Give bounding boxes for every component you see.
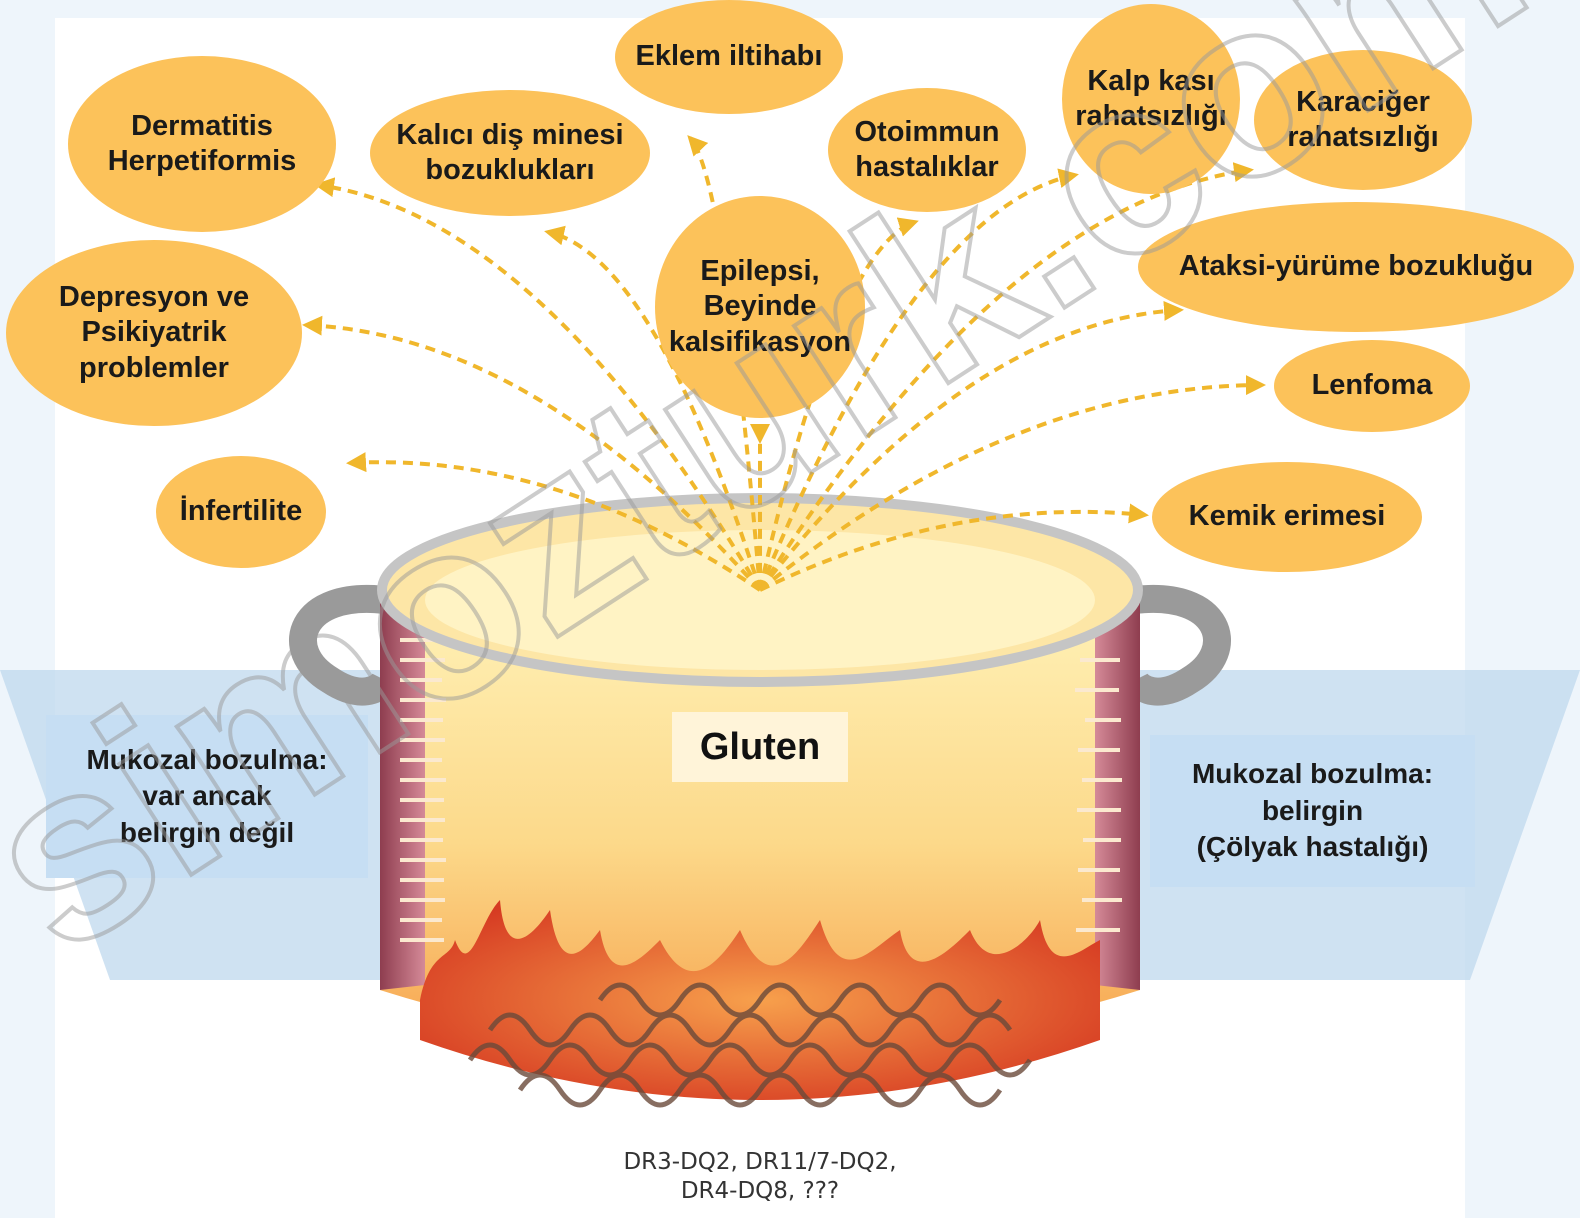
- bubble-kalp-label: Kalp kası rahatsızlığı: [1075, 64, 1227, 135]
- bubble-kemik: Kemik erimesi: [1152, 462, 1422, 572]
- left-panel: Mukozal bozulma: var ancak belirgin deği…: [46, 715, 368, 878]
- bubble-infertilite: İnfertilite: [156, 456, 326, 568]
- right-panel: Mukozal bozulma: belirgin (Çölyak hastal…: [1150, 735, 1475, 887]
- bubble-eklem: Eklem iltihabı: [615, 0, 843, 114]
- bubble-dermatitis: Dermatitis Herpetiformis: [68, 56, 336, 232]
- bubble-karaciger: Karaciğer rahatsızlığı: [1254, 50, 1472, 190]
- bubble-depresyon: Depresyon ve Psikiyatrik problemler: [6, 240, 302, 426]
- bubble-kemik-label: Kemik erimesi: [1189, 499, 1386, 534]
- bubble-kalp: Kalp kası rahatsızlığı: [1062, 4, 1240, 194]
- bubble-epilepsi-label: Epilepsi, Beyinde kalsifikasyon: [669, 254, 851, 360]
- bubble-infertilite-label: İnfertilite: [180, 494, 302, 529]
- gluten-label: Gluten: [672, 712, 848, 782]
- bubble-depresyon-label: Depresyon ve Psikiyatrik problemler: [59, 280, 249, 386]
- pot-wall-left: [380, 590, 425, 990]
- bubble-lenfoma: Lenfoma: [1274, 340, 1470, 432]
- bubble-karaciger-label: Karaciğer rahatsızlığı: [1287, 85, 1439, 156]
- bubble-eklem-label: Eklem iltihabı: [636, 39, 823, 74]
- hla-genotypes: DR3-DQ2, DR11/7-DQ2, DR4-DQ8, ???: [560, 1148, 960, 1214]
- bubble-ataksi-label: Ataksi-yürüme bozukluğu: [1179, 249, 1534, 284]
- bubble-dermatitis-label: Dermatitis Herpetiformis: [108, 109, 297, 180]
- bubble-dis-minesi: Kalıcı diş minesi bozuklukları: [370, 90, 650, 216]
- bubble-ataksi: Ataksi-yürüme bozukluğu: [1138, 202, 1574, 332]
- bubble-epilepsi: Epilepsi, Beyinde kalsifikasyon: [655, 196, 865, 418]
- bubble-lenfoma-label: Lenfoma: [1312, 368, 1433, 403]
- bubble-otoimmun-label: Otoimmun hastalıklar: [855, 115, 1000, 186]
- bubble-otoimmun: Otoimmun hastalıklar: [828, 88, 1026, 212]
- bubble-dis-minesi-label: Kalıcı diş minesi bozuklukları: [396, 118, 623, 189]
